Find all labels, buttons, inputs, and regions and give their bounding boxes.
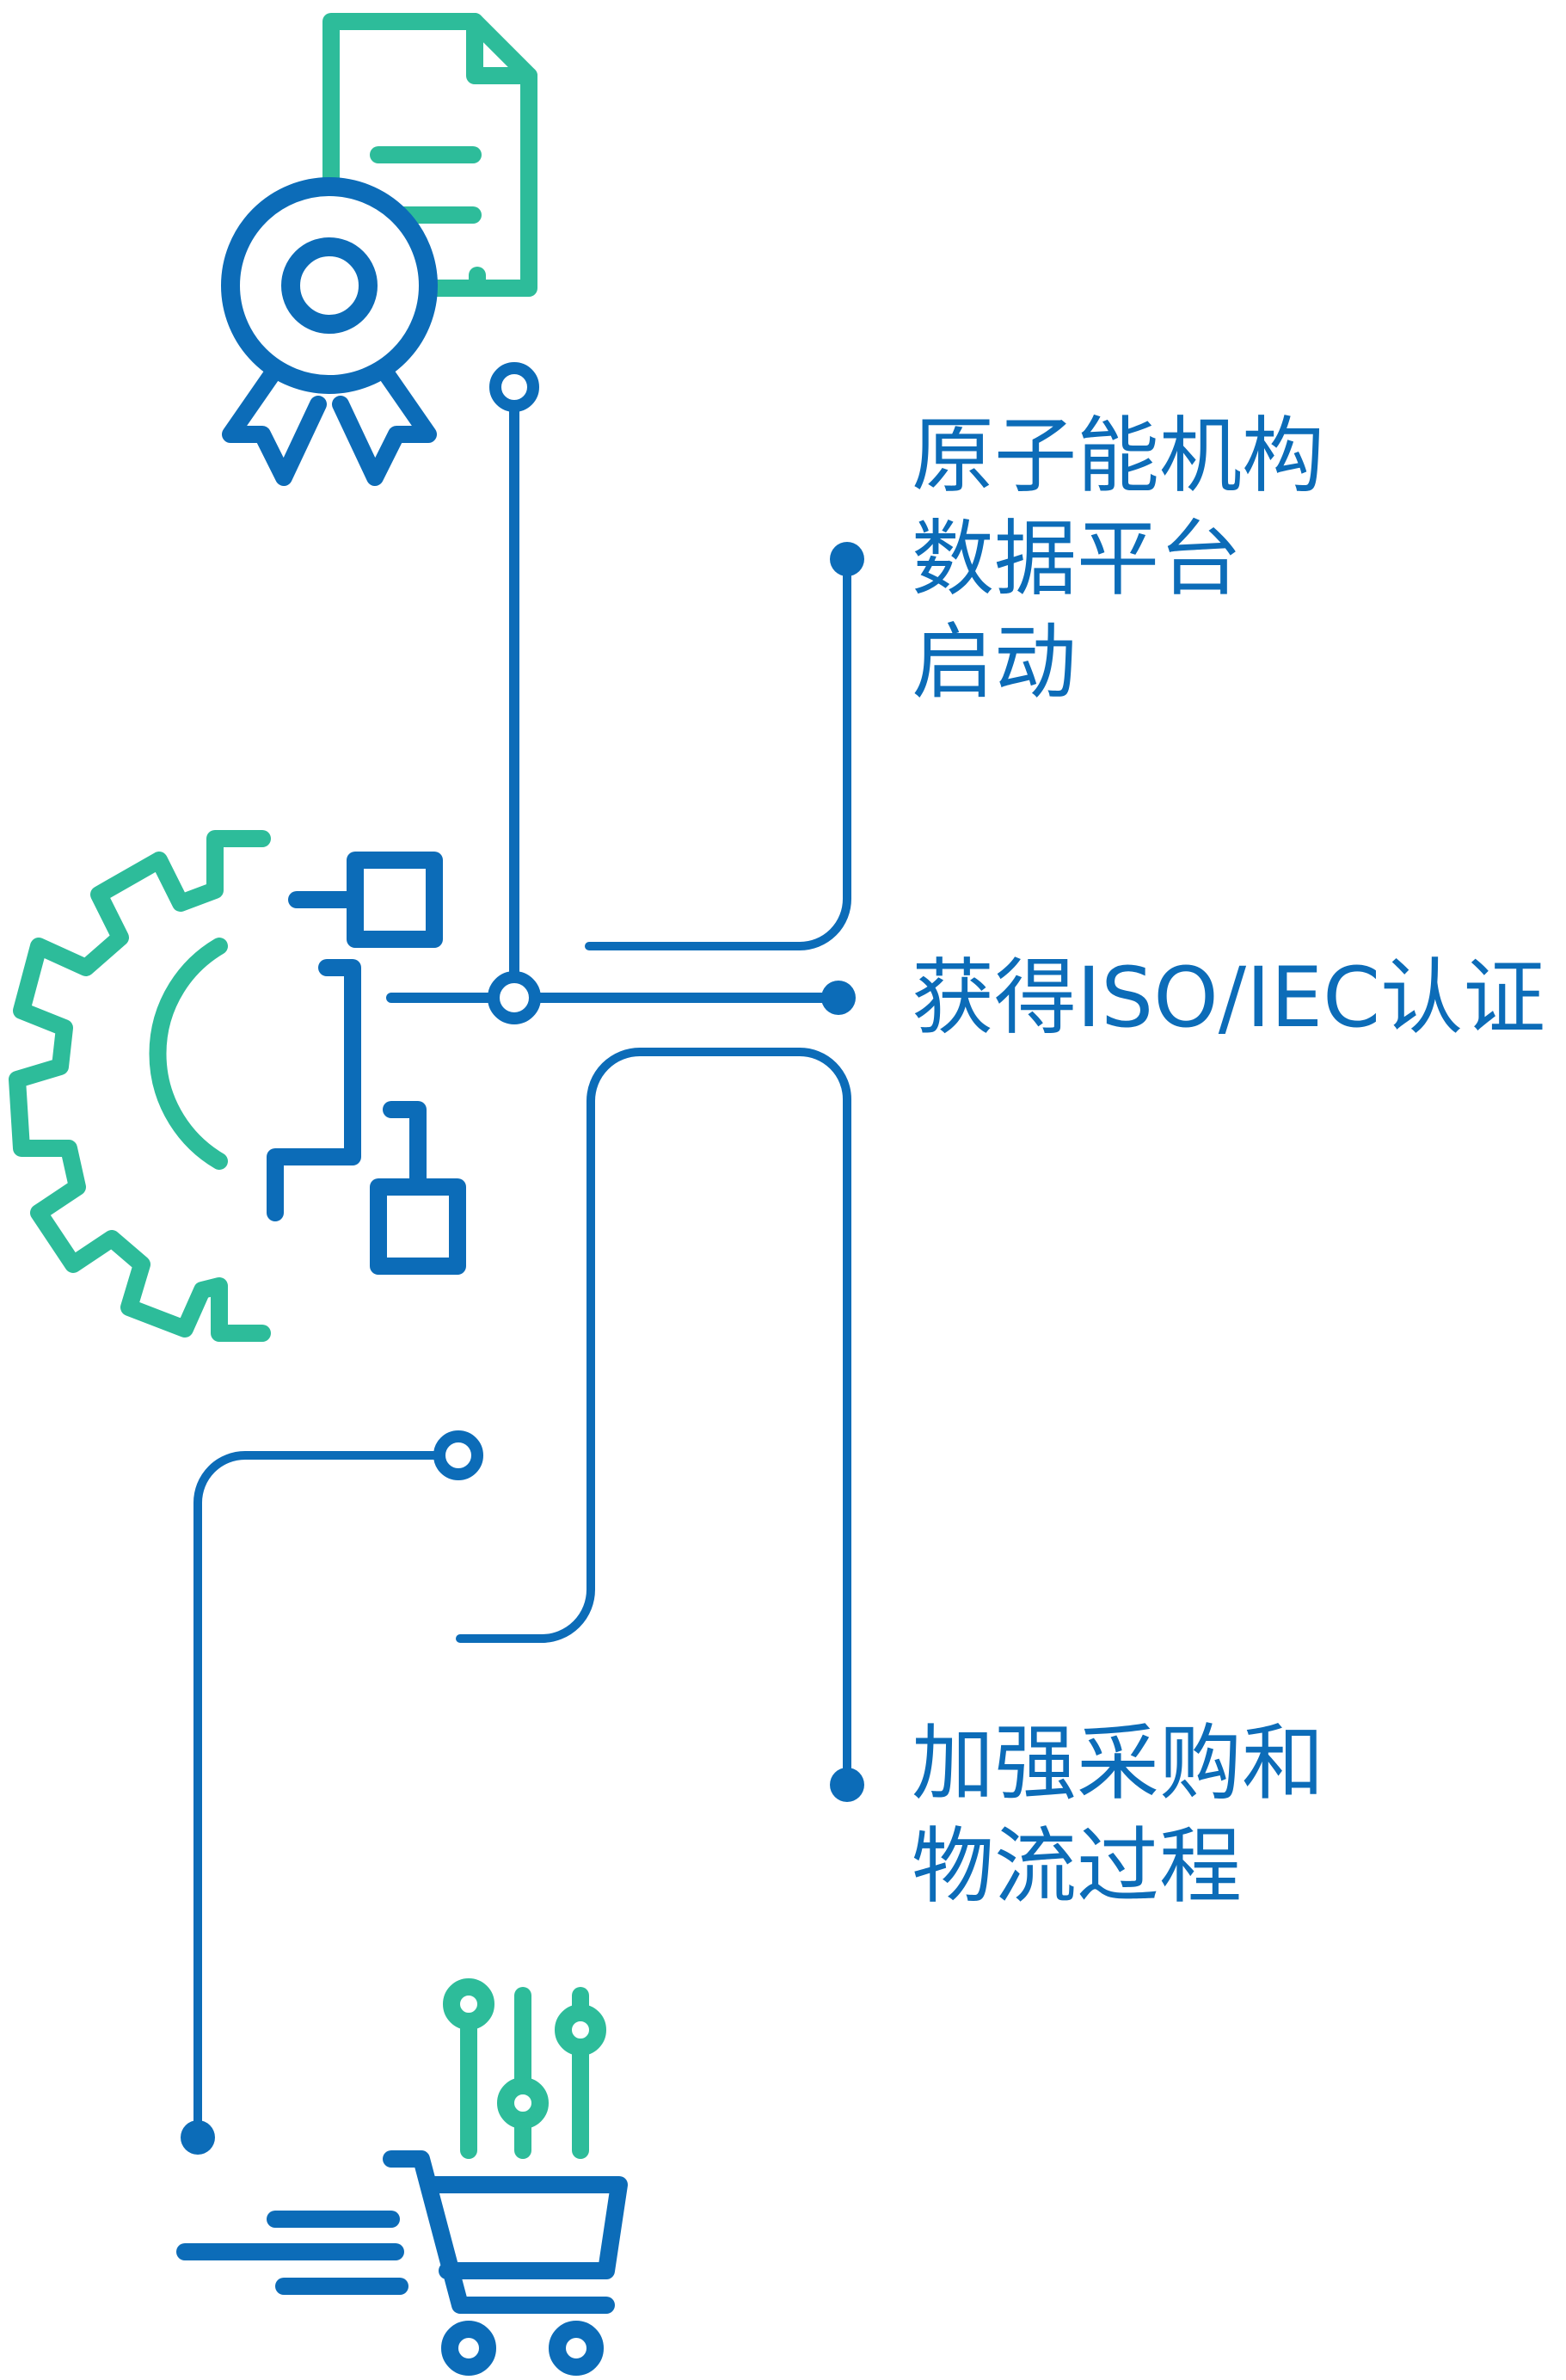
milestone-label-line: 获得ISO/IEC认证 (912, 950, 1546, 1046)
hub-node (488, 971, 541, 1024)
shopping-cart-icon (176, 1978, 628, 2376)
milestone-2-dot (821, 981, 856, 1015)
milestone-label-platform-launch: 原子能机构 数据平台 启动 (912, 404, 1324, 714)
milestone-label-procurement: 加强采购和 物流过程 (912, 1712, 1324, 1918)
cart-dot (181, 2120, 215, 2155)
certificate-node (489, 362, 539, 412)
milestone-label-line: 启动 (912, 614, 1077, 710)
procurement-node (433, 1430, 483, 1480)
gear-flowchart-icon (9, 830, 466, 1342)
milestone-label-iso-certification: 获得ISO/IEC认证 (912, 946, 1545, 1049)
milestone-label-line: 加强采购和 (912, 1715, 1324, 1811)
connector-lines (181, 362, 864, 2155)
milestone-label-line: 数据平台 (912, 511, 1242, 607)
milestone-label-line: 物流过程 (912, 1818, 1242, 1915)
certificate-icon (221, 13, 537, 486)
milestone-3-dot (830, 1768, 864, 1802)
milestone-label-line: 原子能机构 (912, 408, 1324, 504)
milestone-1-dot (830, 542, 864, 576)
